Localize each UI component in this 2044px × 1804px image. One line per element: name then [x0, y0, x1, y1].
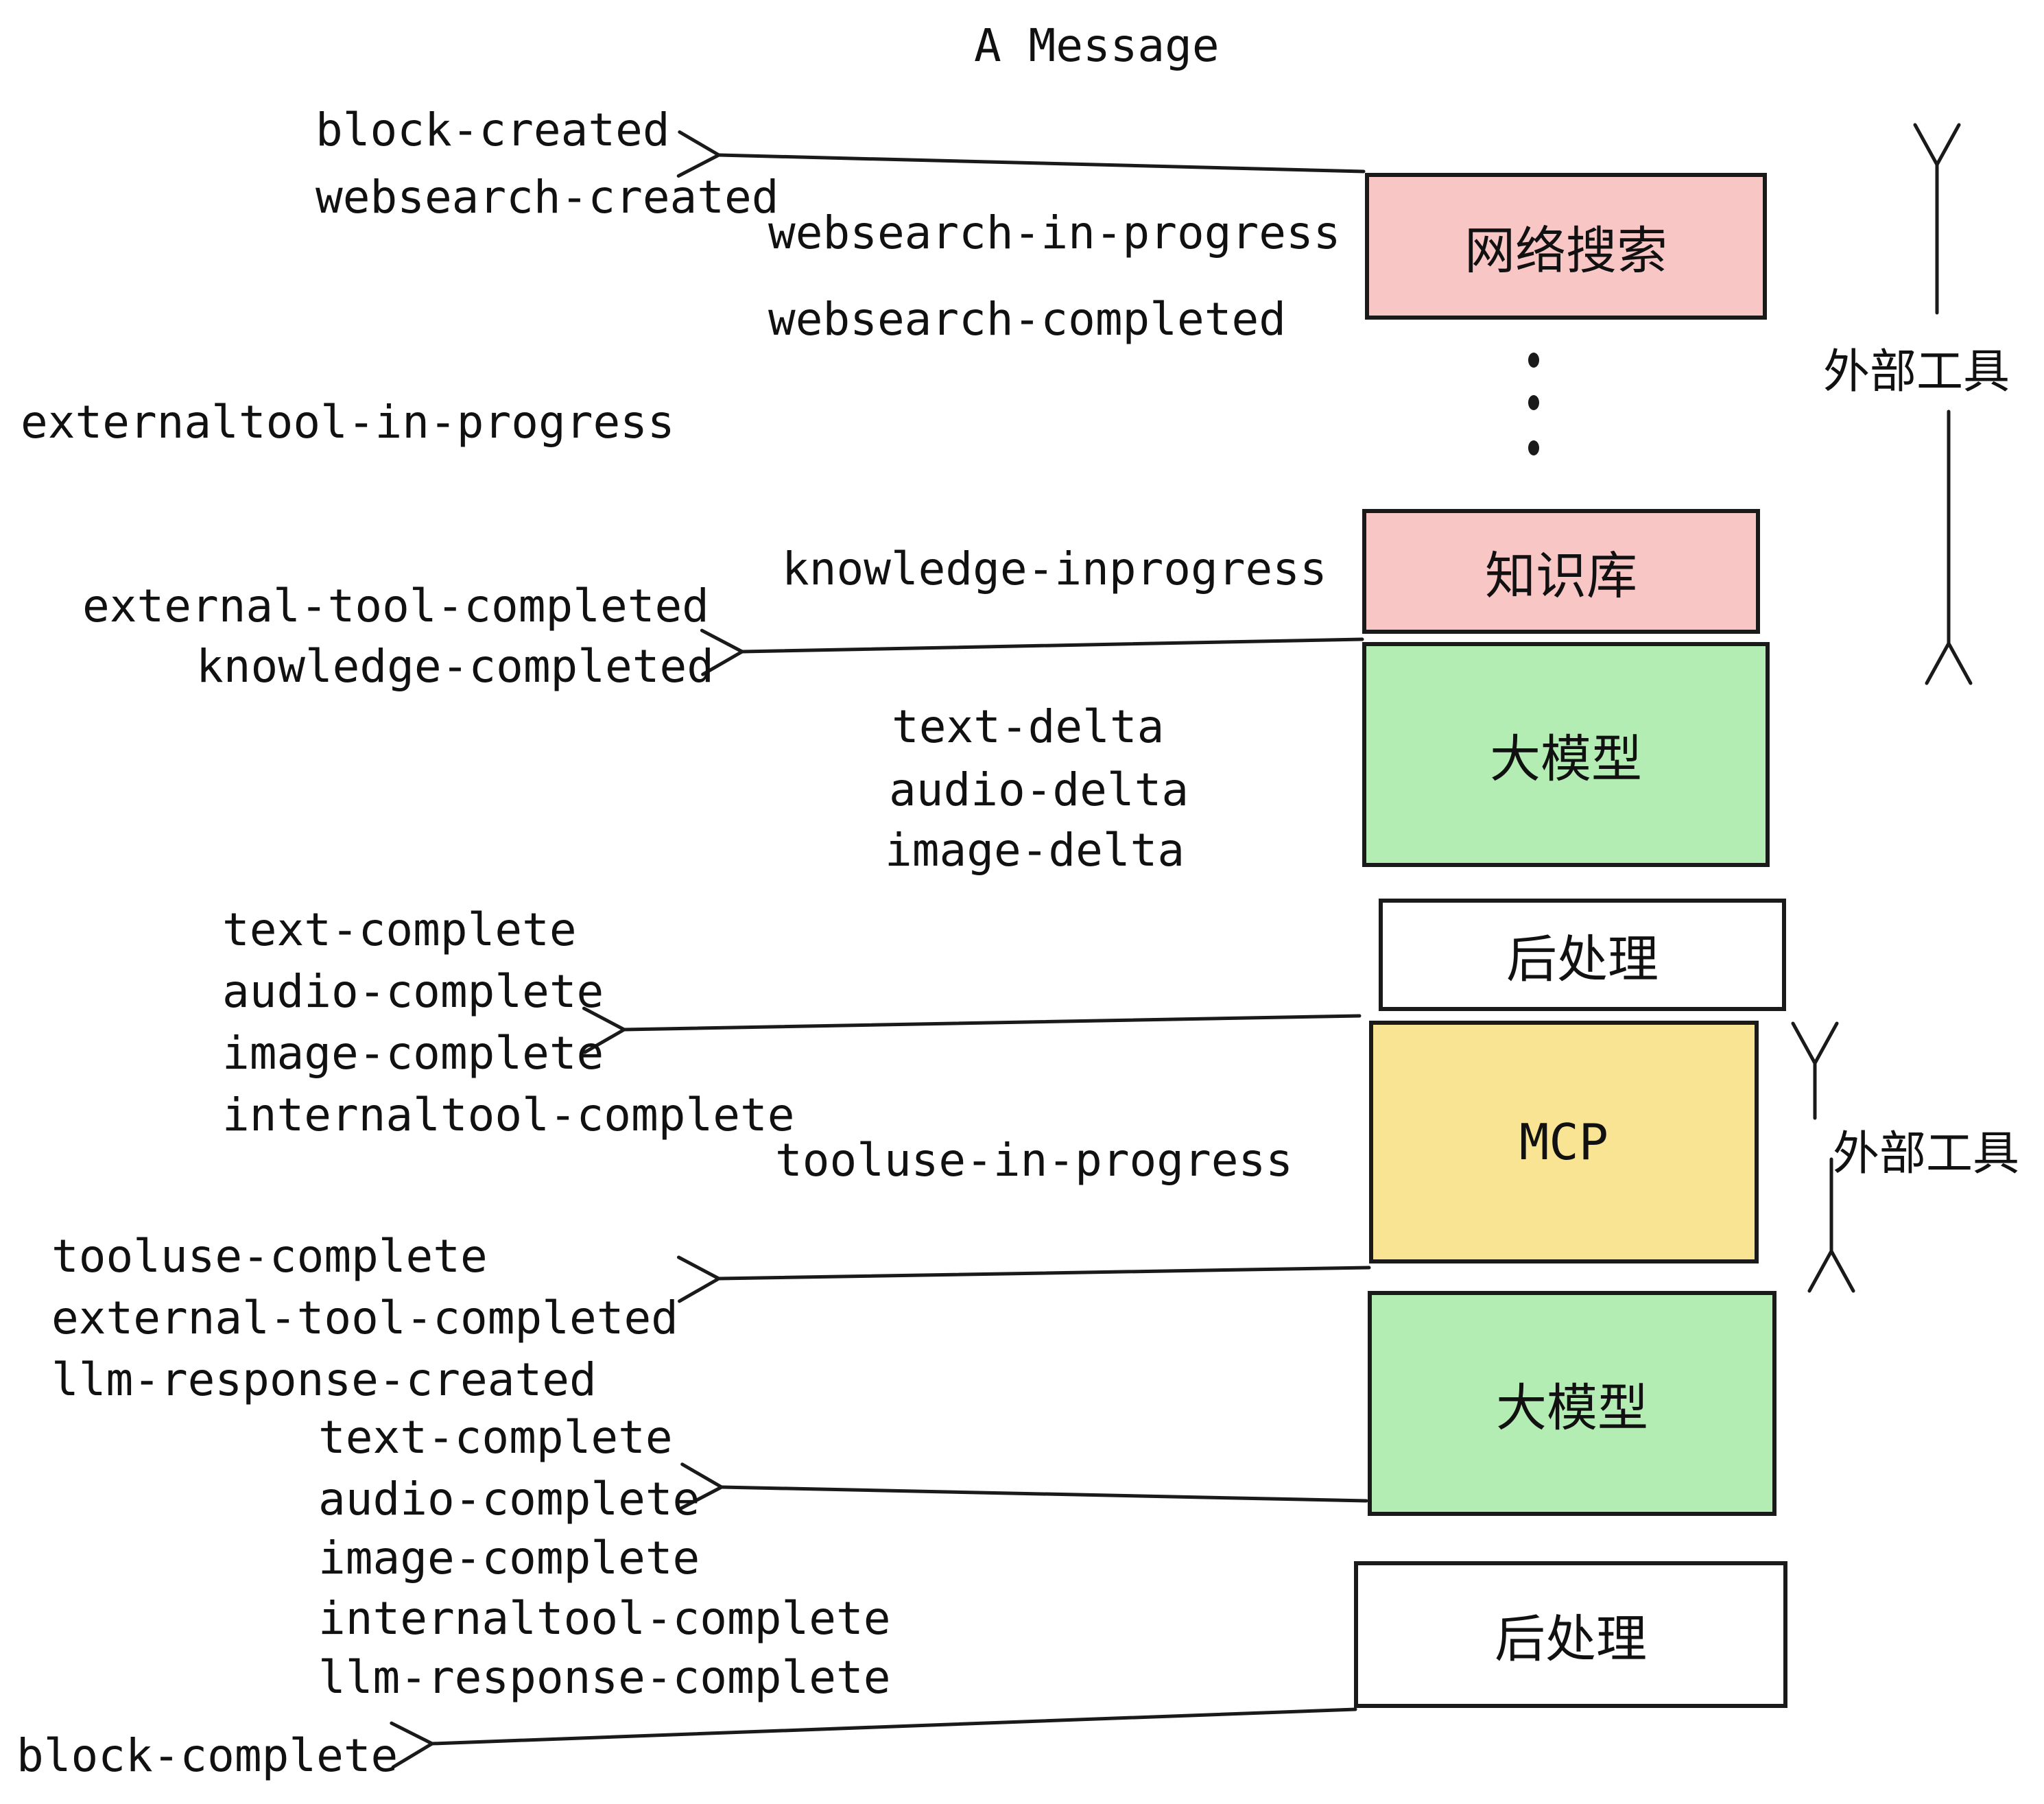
arrow-llm2-to-audio-complete	[679, 1462, 1368, 1510]
event-label-internaltool-complete-2: internaltool-complete	[318, 1592, 891, 1645]
event-label-websearch-in-progress: websearch-in-progress	[768, 206, 1341, 259]
box-llm-1: 大模型	[1362, 642, 1770, 867]
event-label-llm-response-complete: llm-response-complete	[318, 1651, 891, 1704]
event-label-image-complete-2: image-complete	[318, 1532, 700, 1585]
event-label-block-created: block-created	[316, 104, 670, 156]
event-label-externaltool-in-progress: externaltool-in-progress	[21, 396, 675, 449]
diagram-title: A Message	[974, 19, 1220, 72]
event-label-audio-complete-2: audio-complete	[318, 1473, 700, 1526]
event-label-websearch-created: websearch-created	[316, 171, 779, 224]
box-knowledge-base: 知识库	[1362, 509, 1760, 634]
arrow-llm1-to-knowledge-completed	[700, 628, 1364, 676]
event-label-image-complete-1: image-complete	[222, 1027, 604, 1080]
ellipsis-dot	[1528, 440, 1539, 455]
box-mcp: MCP	[1369, 1021, 1759, 1263]
event-label-knowledge-completed: knowledge-completed	[196, 640, 714, 693]
arrow-post2-to-block-complete	[390, 1707, 1357, 1769]
box-llm-2: 大模型	[1368, 1291, 1776, 1516]
box-llm-1-label: 大模型	[1490, 729, 1642, 789]
event-label-external-tool-completed-1: external-tool-completed	[82, 580, 709, 632]
ellipsis-dot	[1528, 395, 1539, 410]
event-label-text-delta-1: text-delta	[892, 700, 1165, 753]
annotation-external-tool-mid: 外部工具	[1833, 1127, 2020, 1181]
box-llm-2-label: 大模型	[1496, 1378, 1648, 1438]
annotation-external-tool-top: 外部工具	[1823, 345, 2010, 399]
event-label-tooluse-complete: tooluse-complete	[51, 1230, 488, 1283]
event-label-image-delta-1: image-delta	[885, 824, 1185, 877]
event-label-internaltool-complete-1: internaltool-complete	[222, 1089, 795, 1141]
arrow-mcp-to-tooluse-complete	[676, 1255, 1371, 1303]
event-label-llm-response-created: llm-response-created	[51, 1353, 597, 1406]
box-postprocess-1: 后处理	[1379, 899, 1786, 1011]
arrow-post1-to-image-complete	[582, 1006, 1362, 1054]
event-label-tooluse-in-progress: tooluse-in-progress	[775, 1134, 1293, 1187]
event-label-text-complete-2: text-complete	[318, 1411, 673, 1464]
box-postprocess-1-label: 后处理	[1506, 929, 1659, 989]
box-mcp-label: MCP	[1519, 1113, 1609, 1171]
event-label-block-complete: block-complete	[16, 1729, 399, 1782]
ellipsis-dot	[1528, 353, 1539, 368]
arrow-websearch-to-block-created	[676, 130, 1366, 178]
box-websearch-label: 网络搜索	[1464, 221, 1667, 281]
box-postprocess-2-label: 后处理	[1495, 1609, 1647, 1669]
event-label-audio-complete-1: audio-complete	[222, 965, 604, 1018]
event-label-websearch-completed: websearch-completed	[768, 293, 1286, 346]
box-postprocess-2: 后处理	[1354, 1561, 1787, 1708]
event-label-external-tool-completed-2: external-tool-completed	[51, 1292, 678, 1344]
event-label-text-complete-1: text-complete	[222, 903, 577, 956]
event-label-audio-delta-1: audio-delta	[889, 763, 1189, 816]
box-websearch: 网络搜索	[1365, 173, 1767, 320]
box-knowledge-base-label: 知识库	[1485, 546, 1637, 606]
event-label-knowledge-inprogress: knowledge-inprogress	[782, 543, 1327, 595]
